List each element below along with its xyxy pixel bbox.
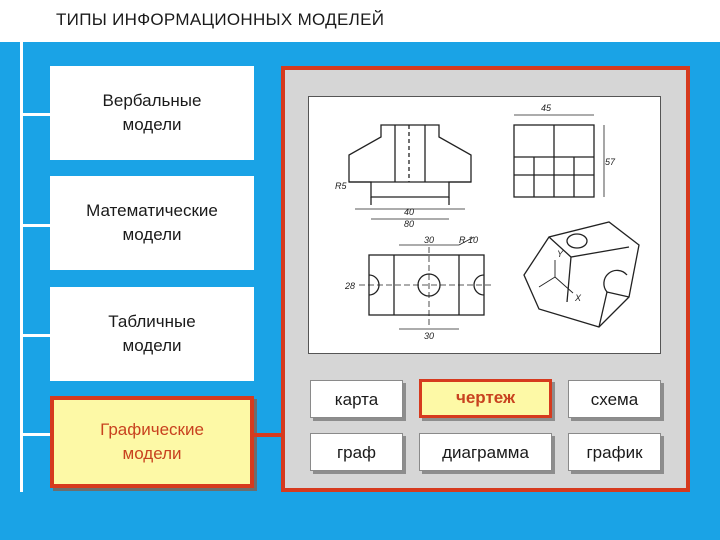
page-title: ТИПЫ ИНФОРМАЦИОННЫХ МОДЕЛЕЙ	[56, 10, 385, 29]
dim-label: R 10	[459, 235, 478, 245]
model-label: Математические	[86, 201, 218, 220]
dim-label: 28	[344, 281, 355, 291]
tree-spine	[20, 42, 23, 492]
connector-line	[254, 433, 284, 437]
dim-label: 80	[404, 219, 414, 229]
model-label: модели	[122, 444, 182, 463]
tree-branch	[20, 224, 50, 227]
header-bar: ТИПЫ ИНФОРМАЦИОННЫХ МОДЕЛЕЙ	[0, 0, 720, 42]
type-graph[interactable]: граф	[310, 433, 403, 471]
dim-label: 30	[424, 235, 434, 245]
type-scheme[interactable]: схема	[568, 380, 661, 418]
technical-drawing: 45 57 40 80 R5 30 R 10 28 30 Y X	[308, 96, 661, 354]
dim-label: 40	[404, 207, 414, 217]
model-label: модели	[122, 115, 182, 134]
dim-label: 45	[541, 103, 552, 113]
model-table[interactable]: Табличные модели	[50, 287, 254, 381]
model-verbal[interactable]: Вербальные модели	[50, 66, 254, 160]
dim-label: 57	[605, 157, 616, 167]
model-label: модели	[122, 225, 182, 244]
type-map[interactable]: карта	[310, 380, 403, 418]
model-label: модели	[122, 336, 182, 355]
axis-label: Y	[557, 249, 564, 259]
type-drawing[interactable]: чертеж	[419, 379, 552, 418]
tree-branch	[20, 334, 50, 337]
type-plot[interactable]: график	[568, 433, 661, 471]
type-diagram[interactable]: диаграмма	[419, 433, 552, 471]
drawing-svg: 45 57 40 80 R5 30 R 10 28 30 Y X	[335, 103, 640, 341]
dim-label: 30	[424, 331, 434, 341]
model-label: Графические	[100, 420, 204, 439]
axis-label: X	[574, 293, 582, 303]
model-label: Вербальные	[102, 91, 202, 110]
dim-label: R5	[335, 181, 347, 191]
tree-branch	[20, 113, 50, 116]
model-label: Табличные	[108, 312, 196, 331]
model-math[interactable]: Математические модели	[50, 176, 254, 270]
tree-branch	[20, 433, 50, 436]
model-graphic[interactable]: Графические модели	[50, 396, 254, 488]
